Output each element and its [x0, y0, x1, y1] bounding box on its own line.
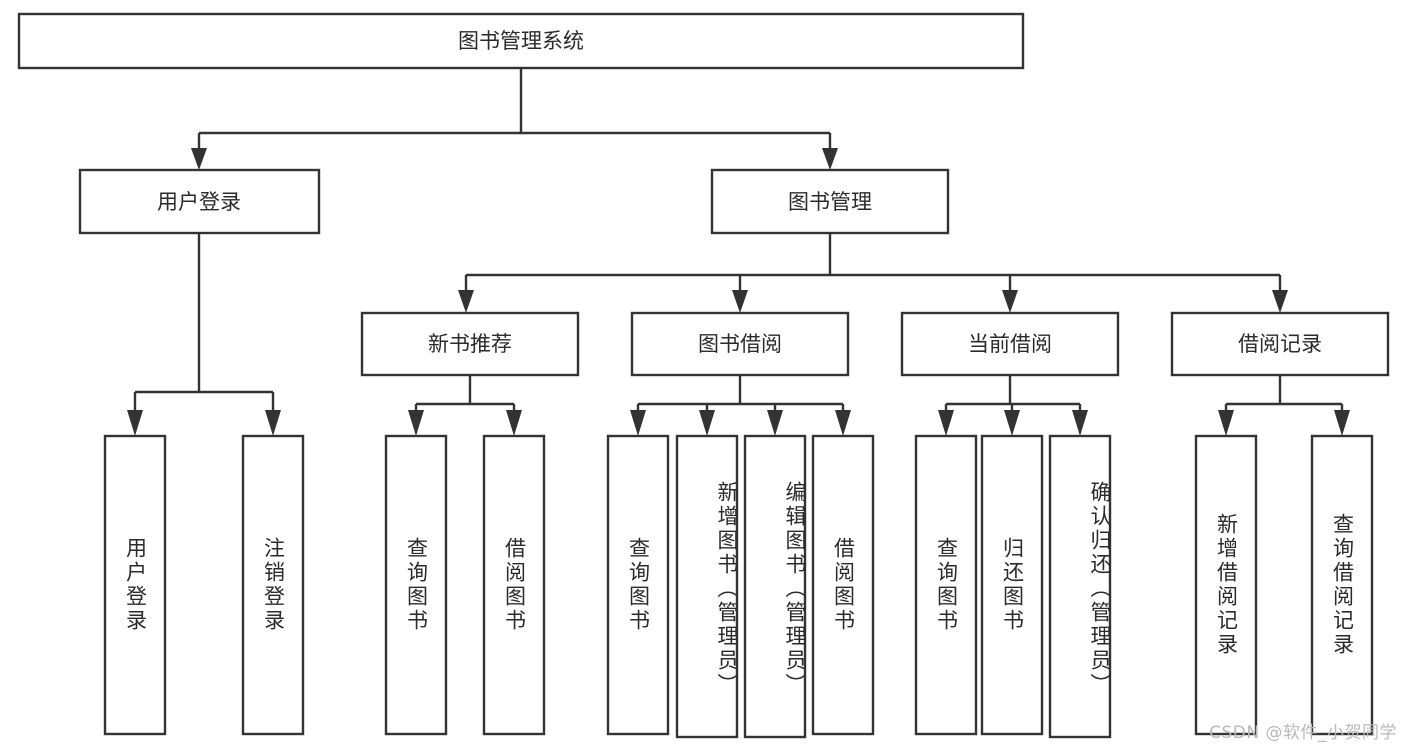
arrow-head-bb-leaf-4 [835, 410, 851, 436]
arrow-head-cb-leaf-1 [938, 410, 954, 436]
node-book-mgmt-label: 图书管理 [788, 190, 872, 214]
leaf-box-borrow-record-2[interactable] [1310, 434, 1374, 736]
arrow-head-leaf-user-login-2 [265, 410, 281, 436]
arrow-head-nb-leaf-1 [408, 410, 424, 436]
leaf-box-book-borrow-2[interactable] [675, 434, 739, 739]
arrow-head-nb-leaf-2 [506, 410, 522, 436]
leaf-box-user-login-1[interactable] [103, 434, 167, 736]
node-current-borrow-box[interactable] [900, 311, 1120, 377]
leaf-box-book-borrow-1[interactable] [606, 434, 670, 736]
arrow-head-br-leaf-2 [1334, 410, 1350, 436]
leaf-box-current-borrow-2[interactable] [980, 434, 1044, 736]
leaf-box-current-borrow-1[interactable] [914, 434, 978, 736]
node-root-box[interactable] [17, 12, 1025, 70]
connector-group-new-book [408, 375, 522, 436]
connector-group-user-login [127, 234, 281, 436]
arrow-head-bb-leaf-3 [767, 410, 783, 436]
arrow-head-book-borrow [732, 290, 748, 313]
arrow-head-cb-leaf-2 [1004, 410, 1020, 436]
leaf-box-new-book-1[interactable] [384, 434, 448, 736]
leaf-box-new-book-2[interactable] [482, 434, 546, 736]
node-user-login-box[interactable] [78, 168, 321, 235]
connector-group-borrow-record [1218, 375, 1350, 436]
connector-group-book-mgmt [458, 233, 1288, 313]
csdn-watermark: CSDN @软件_小贺同学 [1209, 723, 1397, 743]
arrow-head-leaf-user-login-1 [127, 410, 143, 436]
leaf-box-user-login-2[interactable] [241, 434, 305, 736]
arrow-head-bb-leaf-1 [630, 410, 646, 436]
leaf-box-borrow-record-1[interactable] [1194, 434, 1258, 736]
arrow-head-user-login [191, 148, 207, 170]
arrow-head-new-book [458, 290, 474, 313]
node-borrow-record-box[interactable] [1170, 311, 1390, 377]
arrow-head-cb-leaf-3 [1072, 410, 1088, 436]
leaf-box-book-borrow-3[interactable] [743, 434, 807, 739]
node-new-book-box[interactable] [360, 311, 580, 377]
node-current-borrow-label: 当前借阅 [968, 332, 1052, 356]
connector-group-current-borrow [938, 375, 1088, 436]
node-book-borrow-label: 图书借阅 [698, 332, 782, 356]
connector-group-root [191, 68, 838, 170]
arrow-head-book-mgmt [822, 148, 838, 170]
arrow-head-borrow-record [1272, 290, 1288, 313]
arrow-head-bb-leaf-2 [699, 410, 715, 436]
leaf-box-book-borrow-4[interactable] [811, 434, 875, 736]
arrow-head-br-leaf-1 [1218, 410, 1234, 436]
arrow-head-current-borrow [1002, 290, 1018, 313]
leaf-box-current-borrow-3[interactable] [1048, 434, 1112, 739]
connector-group-book-borrow [630, 375, 851, 436]
node-user-login-label: 用户登录 [157, 190, 241, 214]
node-borrow-record-label: 借阅记录 [1238, 332, 1322, 356]
node-new-book-label: 新书推荐 [428, 332, 512, 356]
node-book-borrow-box[interactable] [630, 311, 850, 377]
node-root-label: 图书管理系统 [458, 29, 584, 53]
node-book-mgmt-box[interactable] [710, 168, 950, 235]
